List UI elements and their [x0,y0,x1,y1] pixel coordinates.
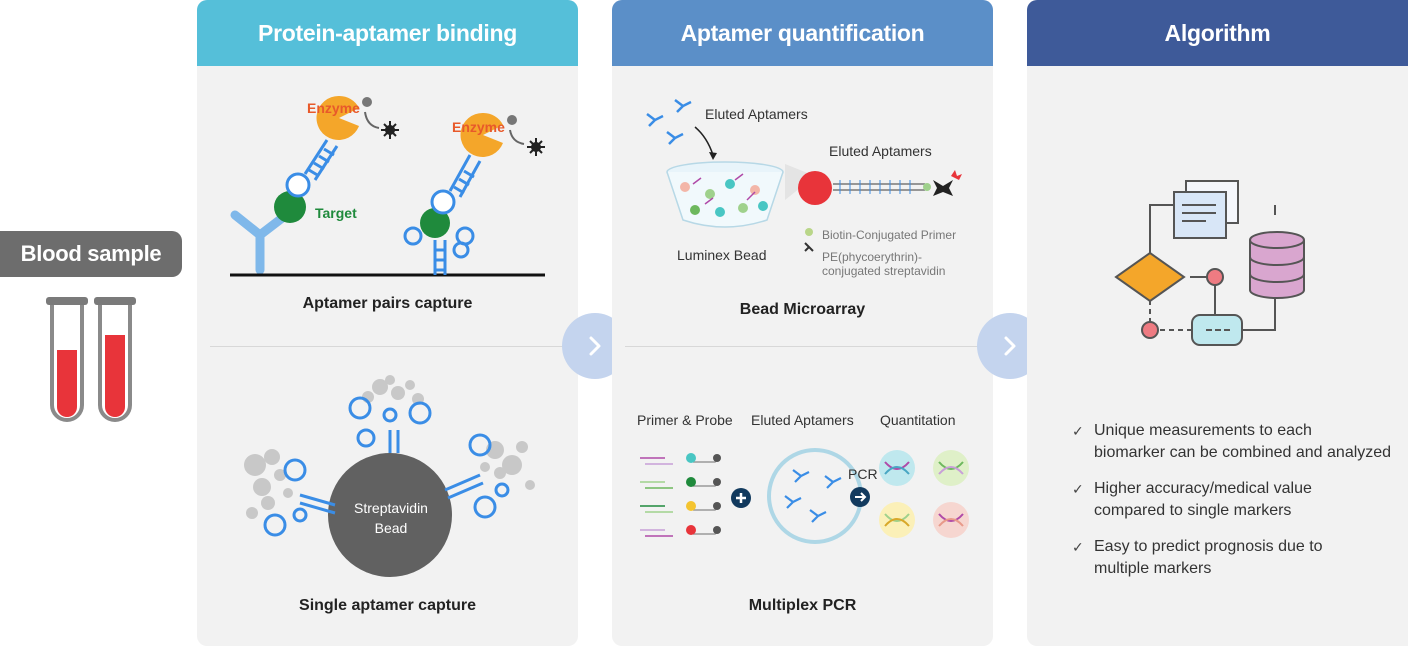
algorithm-benefits-list: ✓ Unique measurements to each biomarker … [1070,420,1400,594]
list-item: ✓ Easy to predict prognosis due to multi… [1072,538,1323,577]
check-icon: ✓ [1072,539,1084,555]
enzyme-label-1: Enzyme [307,100,360,116]
quantitation-label: Quantitation [880,412,956,428]
pe-streptavidin-label: PE(phycoerythrin)- conjugated streptavid… [822,250,946,278]
panel-title: Aptamer quantification [612,0,993,66]
target-label: Target [315,205,357,221]
check-icon: ✓ [1072,481,1084,497]
biotin-primer-label: Biotin-Conjugated Primer [822,228,957,242]
panel-title: Algorithm [1027,0,1408,66]
caption-single-aptamer-capture: Single aptamer capture [299,597,476,614]
luminex-bead-label: Luminex Bead [677,247,767,263]
primer-probe-label: Primer & Probe [637,412,733,428]
chevron-right-icon [589,336,601,356]
chevron-right-icon [1004,336,1016,356]
enzyme-icon [316,95,359,140]
test-tubes-icon [46,297,136,422]
eluted-aptamers-label-2: Eluted Aptamers [829,143,932,159]
check-icon: ✓ [1072,423,1084,439]
database-icon [1249,231,1305,299]
aptamer-pairs-capture-illustration [230,95,545,277]
multiplex-pcr-illustration [640,448,969,544]
streptavidin-bead-icon [328,453,452,577]
algorithm-flowchart-icon [1114,180,1305,346]
list-item: ✓ Higher accuracy/medical value compared… [1072,480,1312,519]
pcr-label: PCR [848,466,878,482]
eluted-aptamers-label-1: Eluted Aptamers [705,106,808,122]
caption-bead-microarray: Bead Microarray [739,301,866,318]
panel-title: Protein-aptamer binding [197,0,578,66]
blood-sample-label: Blood sample [20,241,162,266]
target-icon [274,191,306,223]
enzyme-label-2: Enzyme [452,119,505,135]
panel-divider [210,346,565,347]
eluted-aptamers-label-3: Eluted Aptamers [751,412,854,428]
blood-sample-badge: Blood sample [0,231,182,277]
luminex-bead-icon [798,171,832,205]
panel-divider [625,346,980,347]
caption-multiplex-pcr: Multiplex PCR [748,597,857,614]
list-item: ✓ Unique measurements to each biomarker … [1072,422,1392,461]
bead-microarray-illustration [646,99,962,252]
panel-aptamer-quantification: Aptamer quantification [612,0,993,646]
streptavidin-bead-label: Streptavidin Bead [354,500,428,536]
caption-aptamer-pairs-capture: Aptamer pairs capture [302,295,473,312]
single-aptamer-capture-illustration [244,375,535,577]
